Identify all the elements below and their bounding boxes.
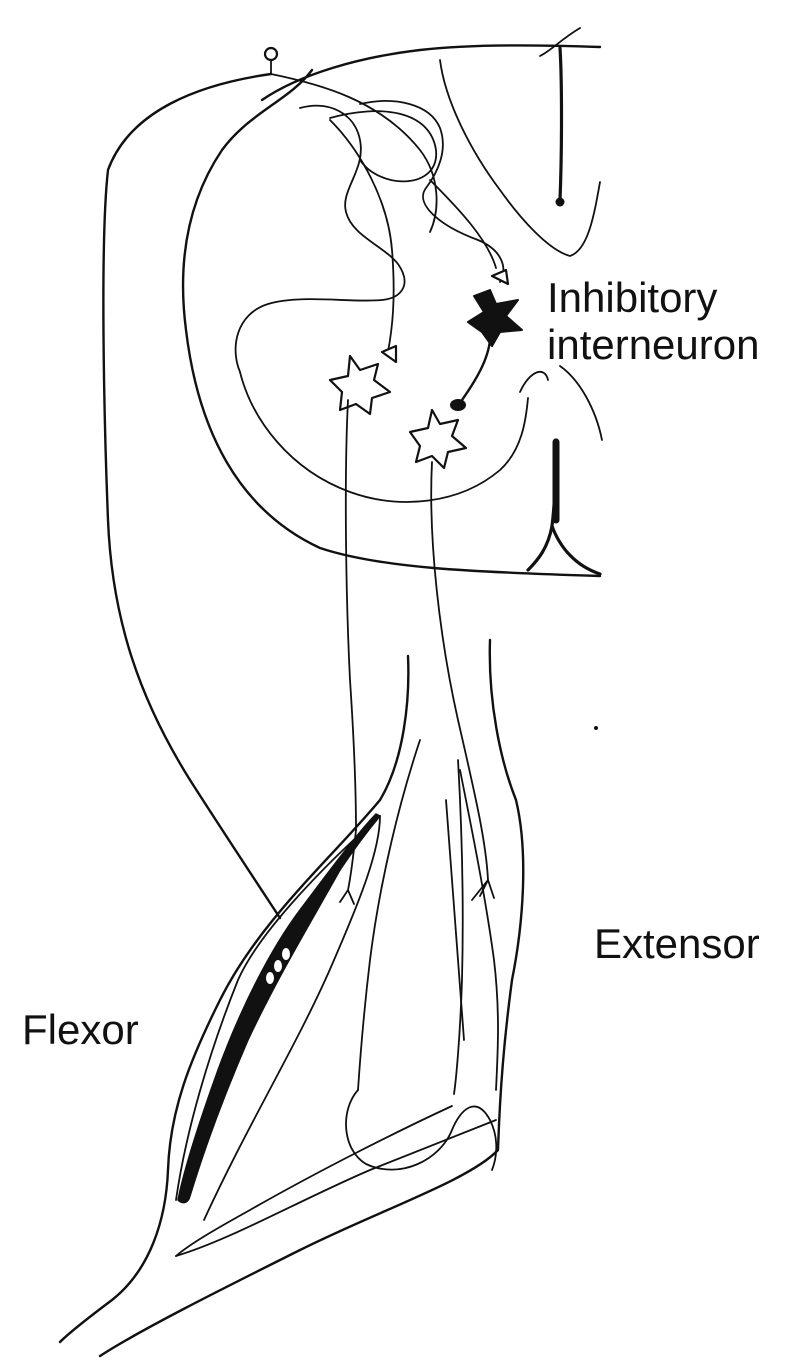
arm-outer-left [60,656,408,1342]
afferent-branch-2 [330,120,394,352]
grey-matter-dorsal [360,101,503,282]
ventral-septum [528,440,600,574]
interneuron-axon [462,340,490,400]
limb [60,640,523,1356]
afferent-branch-1 [271,74,437,232]
bone-condyle [346,1090,496,1170]
spindle-dot-1 [266,972,274,984]
central-node [556,198,565,207]
sensory-pathway [103,48,496,918]
speck [594,726,598,730]
extensor-motor-axon [431,462,488,880]
arm-outer-right [100,640,523,1356]
inhibitory-synapse-icon [450,399,466,411]
afferent-branch-3 [430,180,496,268]
forearm-lower [176,1120,496,1256]
flexor-label: Flexor [22,1006,139,1053]
forearm-upper [176,1106,452,1256]
flexor-motor-axon [346,400,356,830]
flexor-muscle-sheath [176,816,380,1220]
spinal-cord-outline [183,45,600,576]
bone-shaft [358,740,463,1094]
ventral-contour [520,366,602,440]
flexor-motor-neuron-icon [330,356,390,414]
grey-matter-outline [236,106,405,372]
inhibitory-label-line1: Inhibitory [547,274,759,321]
sensory-afferent-loop [103,74,280,918]
extensor-label: Extensor [594,920,760,967]
inhibitory-interneuron-icon [468,290,522,346]
spindle-dot-3 [282,948,290,960]
dorsal-root-ganglion [265,48,277,60]
inhibitory-label-line2: interneuron [547,321,759,368]
inhibitory-interneuron-label: Inhibitory interneuron [547,274,759,368]
dorsal-septum [560,48,562,200]
spindle-dot-2 [274,960,282,972]
collateral-loop [330,111,436,181]
dorsal-median [440,60,600,256]
extensor-motor-neuron-icon [410,410,466,468]
flexor-synapse-icon [382,346,396,362]
